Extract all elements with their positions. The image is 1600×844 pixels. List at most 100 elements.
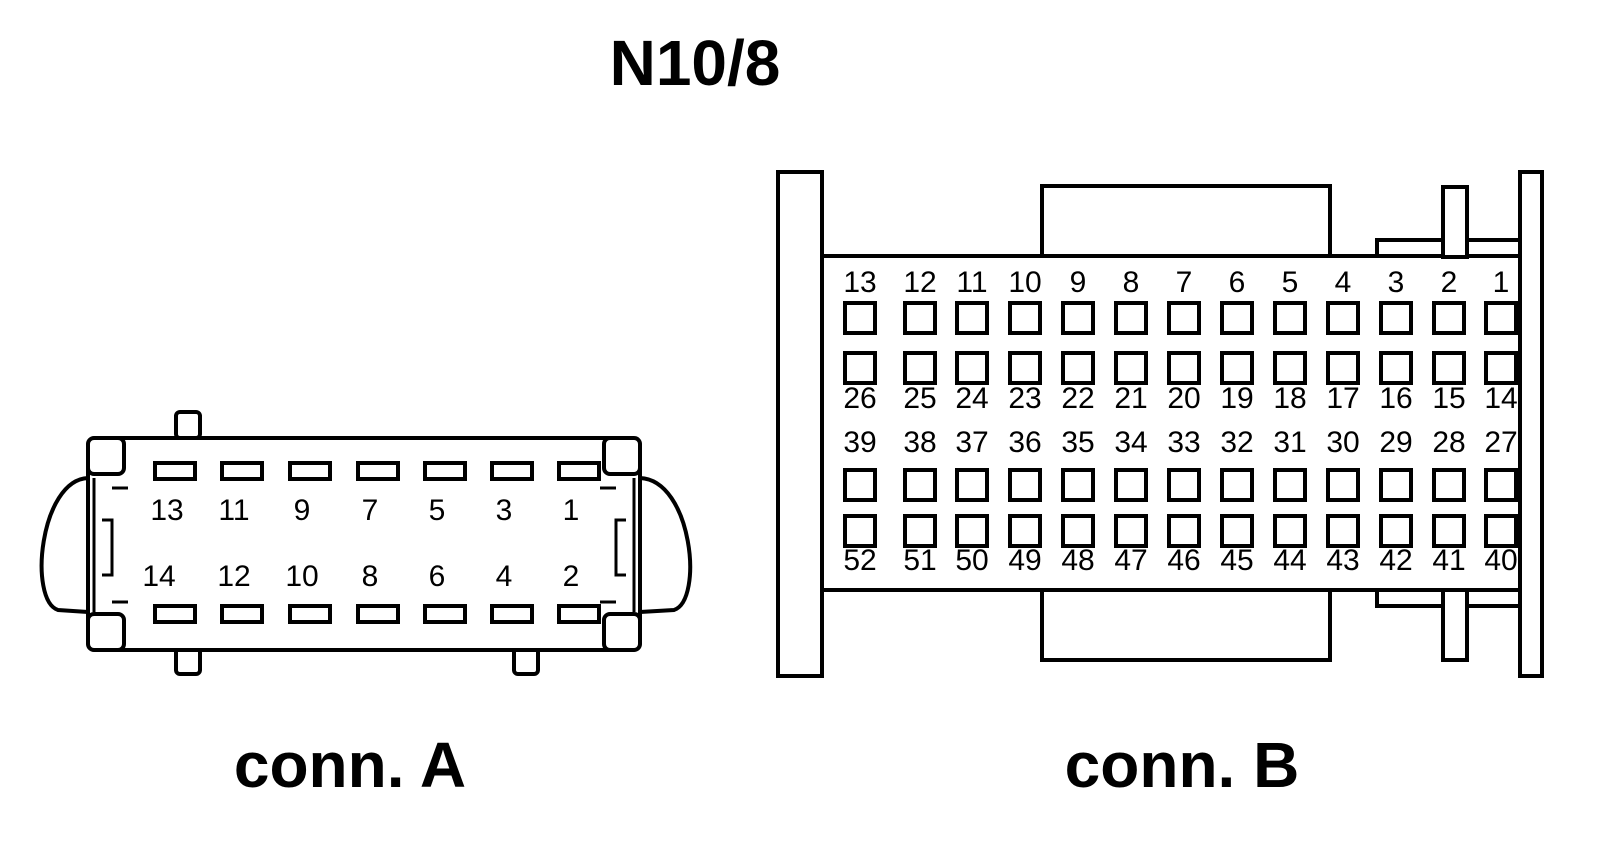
- conn-a-pin-slot: [288, 604, 332, 624]
- conn-b-pin-label: 39: [843, 426, 876, 459]
- conn-a-left-rail: [92, 478, 128, 612]
- conn-b-pin-cavity: [1484, 468, 1518, 502]
- conn-b-pin-cavity: [1273, 351, 1307, 385]
- conn-b-pin-cavity: [955, 351, 989, 385]
- conn-a-pin-slot: [557, 461, 601, 481]
- conn-a-pin-label: 3: [496, 494, 513, 527]
- conn-b-pin-label: 49: [1008, 544, 1041, 577]
- conn-b-pin-label: 20: [1167, 382, 1200, 415]
- conn-b-pin-cavity: [1061, 514, 1095, 548]
- conn-a-pin-slot: [557, 604, 601, 624]
- conn-b-bottom-step: [1465, 588, 1522, 608]
- conn-b-pin-label: 40: [1484, 544, 1517, 577]
- conn-b-pin-cavity: [1008, 514, 1042, 548]
- conn-b-pin-label: 5: [1282, 266, 1299, 299]
- conn-a-corner-block: [86, 612, 126, 652]
- conn-b-pin-label: 2: [1441, 266, 1458, 299]
- conn-b-pin-label: 38: [903, 426, 936, 459]
- conn-b-pin-cavity: [843, 351, 877, 385]
- conn-b-pin-label: 27: [1484, 426, 1517, 459]
- conn-b-pin-cavity: [1484, 514, 1518, 548]
- conn-b-pin-label: 35: [1061, 426, 1094, 459]
- conn-b-pin-cavity: [1432, 468, 1466, 502]
- conn-b-pin-cavity: [1379, 468, 1413, 502]
- conn-a-pin-label: 12: [217, 560, 250, 593]
- conn-b-pin-cavity: [1061, 468, 1095, 502]
- conn-b-pin-label: 52: [843, 544, 876, 577]
- conn-b-top-key: [1040, 184, 1332, 258]
- conn-b-pin-cavity: [1008, 351, 1042, 385]
- conn-b-pin-label: 36: [1008, 426, 1041, 459]
- conn-b-pin-cavity: [1273, 301, 1307, 335]
- conn-b-pin-cavity: [1114, 301, 1148, 335]
- conn-a-pin-label: 6: [429, 560, 446, 593]
- conn-a-pin-slot: [356, 461, 400, 481]
- conn-b-pin-cavity: [903, 351, 937, 385]
- conn-b-pin-cavity: [903, 301, 937, 335]
- conn-b-pin-cavity: [1326, 301, 1360, 335]
- conn-a-pin-slot: [288, 461, 332, 481]
- conn-a-pin-label: 1: [563, 494, 580, 527]
- conn-b-pin-cavity: [1061, 351, 1095, 385]
- conn-b-pin-cavity: [1008, 468, 1042, 502]
- conn-b-pin-label: 26: [843, 382, 876, 415]
- conn-a-pin-label: 9: [294, 494, 311, 527]
- conn-b-top-step: [1375, 238, 1445, 258]
- conn-b-pin-label: 51: [903, 544, 936, 577]
- conn-b-pin-label: 17: [1326, 382, 1359, 415]
- conn-a-pin-label: 13: [150, 494, 183, 527]
- conn-a-pin-label: 5: [429, 494, 446, 527]
- conn-b-pin-cavity: [1432, 514, 1466, 548]
- conn-a-pin-slot: [423, 461, 467, 481]
- conn-b-pin-cavity: [1379, 514, 1413, 548]
- conn-b-pin-label: 11: [956, 266, 987, 299]
- conn-a-pin-label: 14: [142, 560, 175, 593]
- conn-a-corner-block: [602, 612, 642, 652]
- diagram-title: N10/8: [610, 27, 781, 99]
- conn-b-pin-cavity: [1220, 514, 1254, 548]
- conn-b-pin-label: 32: [1220, 426, 1253, 459]
- conn-b-pin-label: 25: [903, 382, 936, 415]
- conn-b-pin-label: 18: [1273, 382, 1306, 415]
- conn-b-pin-cavity: [1114, 514, 1148, 548]
- conn-b-pin-label: 48: [1061, 544, 1094, 577]
- conn-a-right-latch: [639, 476, 693, 614]
- conn-b-bottom-step: [1375, 588, 1445, 608]
- conn-b-pin-label: 34: [1114, 426, 1147, 459]
- conn-b-pin-cavity: [1379, 351, 1413, 385]
- conn-a-pin-slot: [153, 604, 197, 624]
- conn-b-pin-label: 14: [1484, 382, 1517, 415]
- conn-b-pin-label: 13: [843, 266, 876, 299]
- conn-b-pin-cavity: [843, 514, 877, 548]
- conn-a-pin-slot: [490, 604, 534, 624]
- conn-b-pin-label: 29: [1379, 426, 1412, 459]
- conn-b-pin-cavity: [1432, 301, 1466, 335]
- conn-b-pin-label: 12: [903, 266, 936, 299]
- conn-b-pin-label: 7: [1176, 266, 1193, 299]
- conn-b-pin-cavity: [1167, 468, 1201, 502]
- conn-b-pin-cavity: [1326, 468, 1360, 502]
- conn-b-pin-cavity: [1484, 301, 1518, 335]
- conn-b-pin-cavity: [1273, 514, 1307, 548]
- conn-b-pin-cavity: [955, 301, 989, 335]
- conn-b-pin-label: 9: [1070, 266, 1087, 299]
- conn-a-pin-slot: [423, 604, 467, 624]
- conn-b-label: conn. B: [1065, 729, 1300, 801]
- conn-b-pin-label: 22: [1061, 382, 1094, 415]
- conn-b-pin-label: 31: [1273, 426, 1306, 459]
- conn-b-pin-cavity: [1379, 301, 1413, 335]
- conn-b-pin-label: 45: [1220, 544, 1253, 577]
- conn-a-pin-slot: [220, 604, 264, 624]
- conn-b-pin-cavity: [1326, 351, 1360, 385]
- conn-b-pin-label: 30: [1326, 426, 1359, 459]
- conn-b-pin-label: 23: [1008, 382, 1041, 415]
- conn-a-pin-slot: [220, 461, 264, 481]
- conn-b-right-post: [1518, 170, 1544, 678]
- conn-b-pin-label: 43: [1326, 544, 1359, 577]
- conn-b-pin-label: 10: [1008, 266, 1041, 299]
